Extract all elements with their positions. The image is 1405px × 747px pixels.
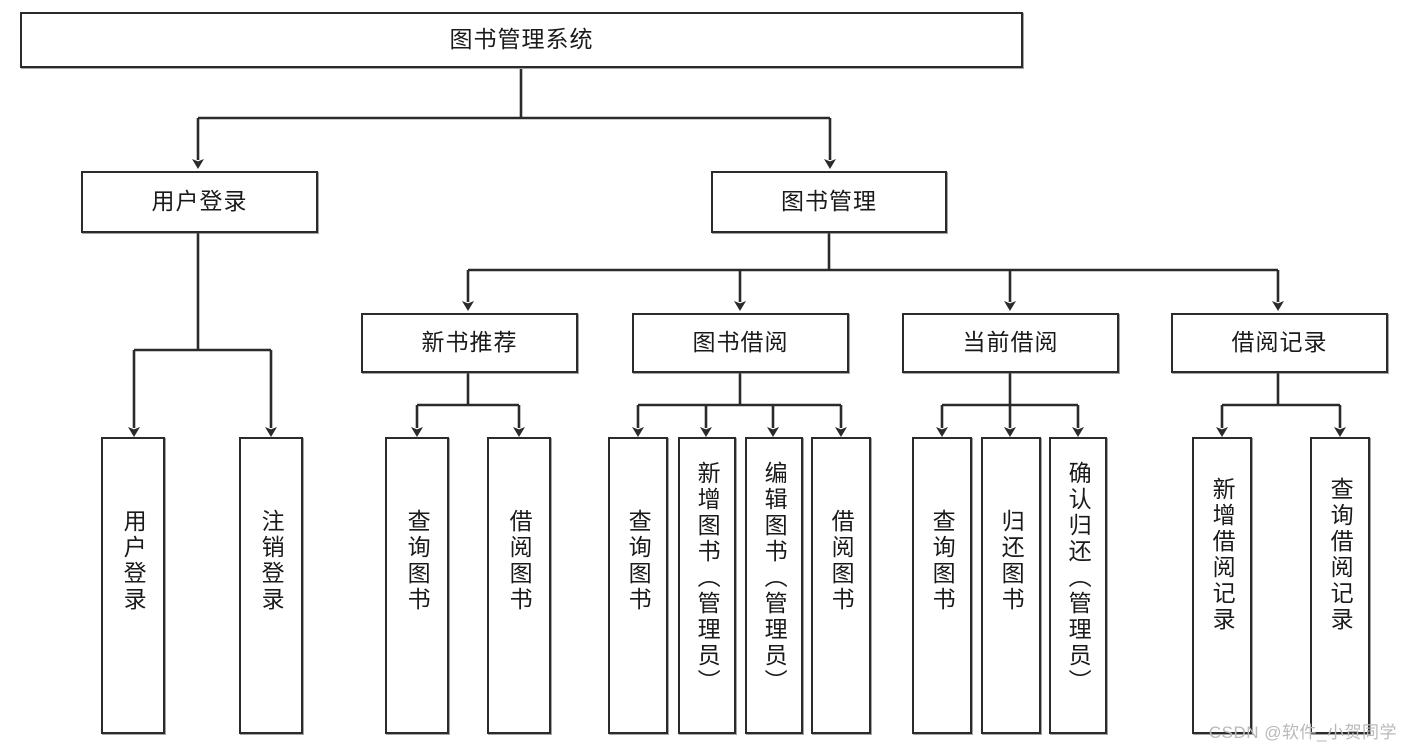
node-leaf-confirm-return-admin[interactable]: 确认归还（管理员）: [1049, 437, 1107, 734]
node-leaf-user-login[interactable]: 用户登录: [101, 437, 165, 734]
node-leaf-add-book-admin[interactable]: 新增图书（管理员）: [678, 437, 736, 734]
node-label: 查询借阅记录: [1327, 477, 1354, 633]
node-label: 确认归还（管理员）: [1065, 461, 1092, 695]
node-user-login[interactable]: 用户登录: [81, 171, 318, 233]
node-borrowing-records[interactable]: 借阅记录: [1171, 313, 1388, 373]
node-leaf-return-book[interactable]: 归还图书: [981, 437, 1041, 734]
node-label: 借阅记录: [1231, 329, 1328, 356]
node-root-book-management-system[interactable]: 图书管理系统: [20, 12, 1023, 68]
node-label: 图书管理: [781, 188, 877, 215]
node-label: 借阅图书: [828, 509, 855, 613]
node-label: 用户登录: [120, 509, 147, 613]
node-leaf-logout[interactable]: 注销登录: [239, 437, 303, 734]
node-leaf-query-book-recommend[interactable]: 查询图书: [385, 437, 449, 734]
node-label: 新增借阅记录: [1209, 477, 1236, 633]
node-label: 归还图书: [998, 509, 1025, 613]
node-leaf-edit-book-admin[interactable]: 编辑图书（管理员）: [745, 437, 803, 734]
node-leaf-borrow-book-recommend[interactable]: 借阅图书: [487, 437, 551, 734]
node-label: 用户登录: [151, 188, 248, 215]
node-label: 编辑图书（管理员）: [761, 461, 788, 695]
node-book-management[interactable]: 图书管理: [711, 171, 947, 233]
watermark: CSDN @软件_小贺同学: [1208, 723, 1397, 742]
node-label: 注销登录: [258, 509, 285, 613]
node-label: 查询图书: [404, 509, 431, 613]
node-leaf-borrow-book[interactable]: 借阅图书: [811, 437, 871, 734]
node-label: 查询图书: [929, 509, 956, 613]
node-leaf-add-borrow-record[interactable]: 新增借阅记录: [1192, 437, 1252, 734]
node-book-borrowing[interactable]: 图书借阅: [632, 313, 849, 373]
node-leaf-query-borrow-record[interactable]: 查询借阅记录: [1310, 437, 1370, 734]
node-leaf-query-book-borrow[interactable]: 查询图书: [608, 437, 668, 734]
node-label: 图书管理系统: [449, 26, 594, 53]
node-label: 借阅图书: [506, 509, 533, 613]
node-label: 新书推荐: [421, 329, 518, 356]
node-label: 新增图书（管理员）: [694, 461, 721, 695]
node-label: 当前借阅: [962, 329, 1059, 356]
node-label: 查询图书: [625, 509, 652, 613]
node-new-book-recommendation[interactable]: 新书推荐: [361, 313, 578, 373]
node-label: 图书借阅: [692, 329, 789, 356]
node-leaf-query-book-current[interactable]: 查询图书: [912, 437, 972, 734]
node-current-borrowing[interactable]: 当前借阅: [902, 313, 1119, 373]
